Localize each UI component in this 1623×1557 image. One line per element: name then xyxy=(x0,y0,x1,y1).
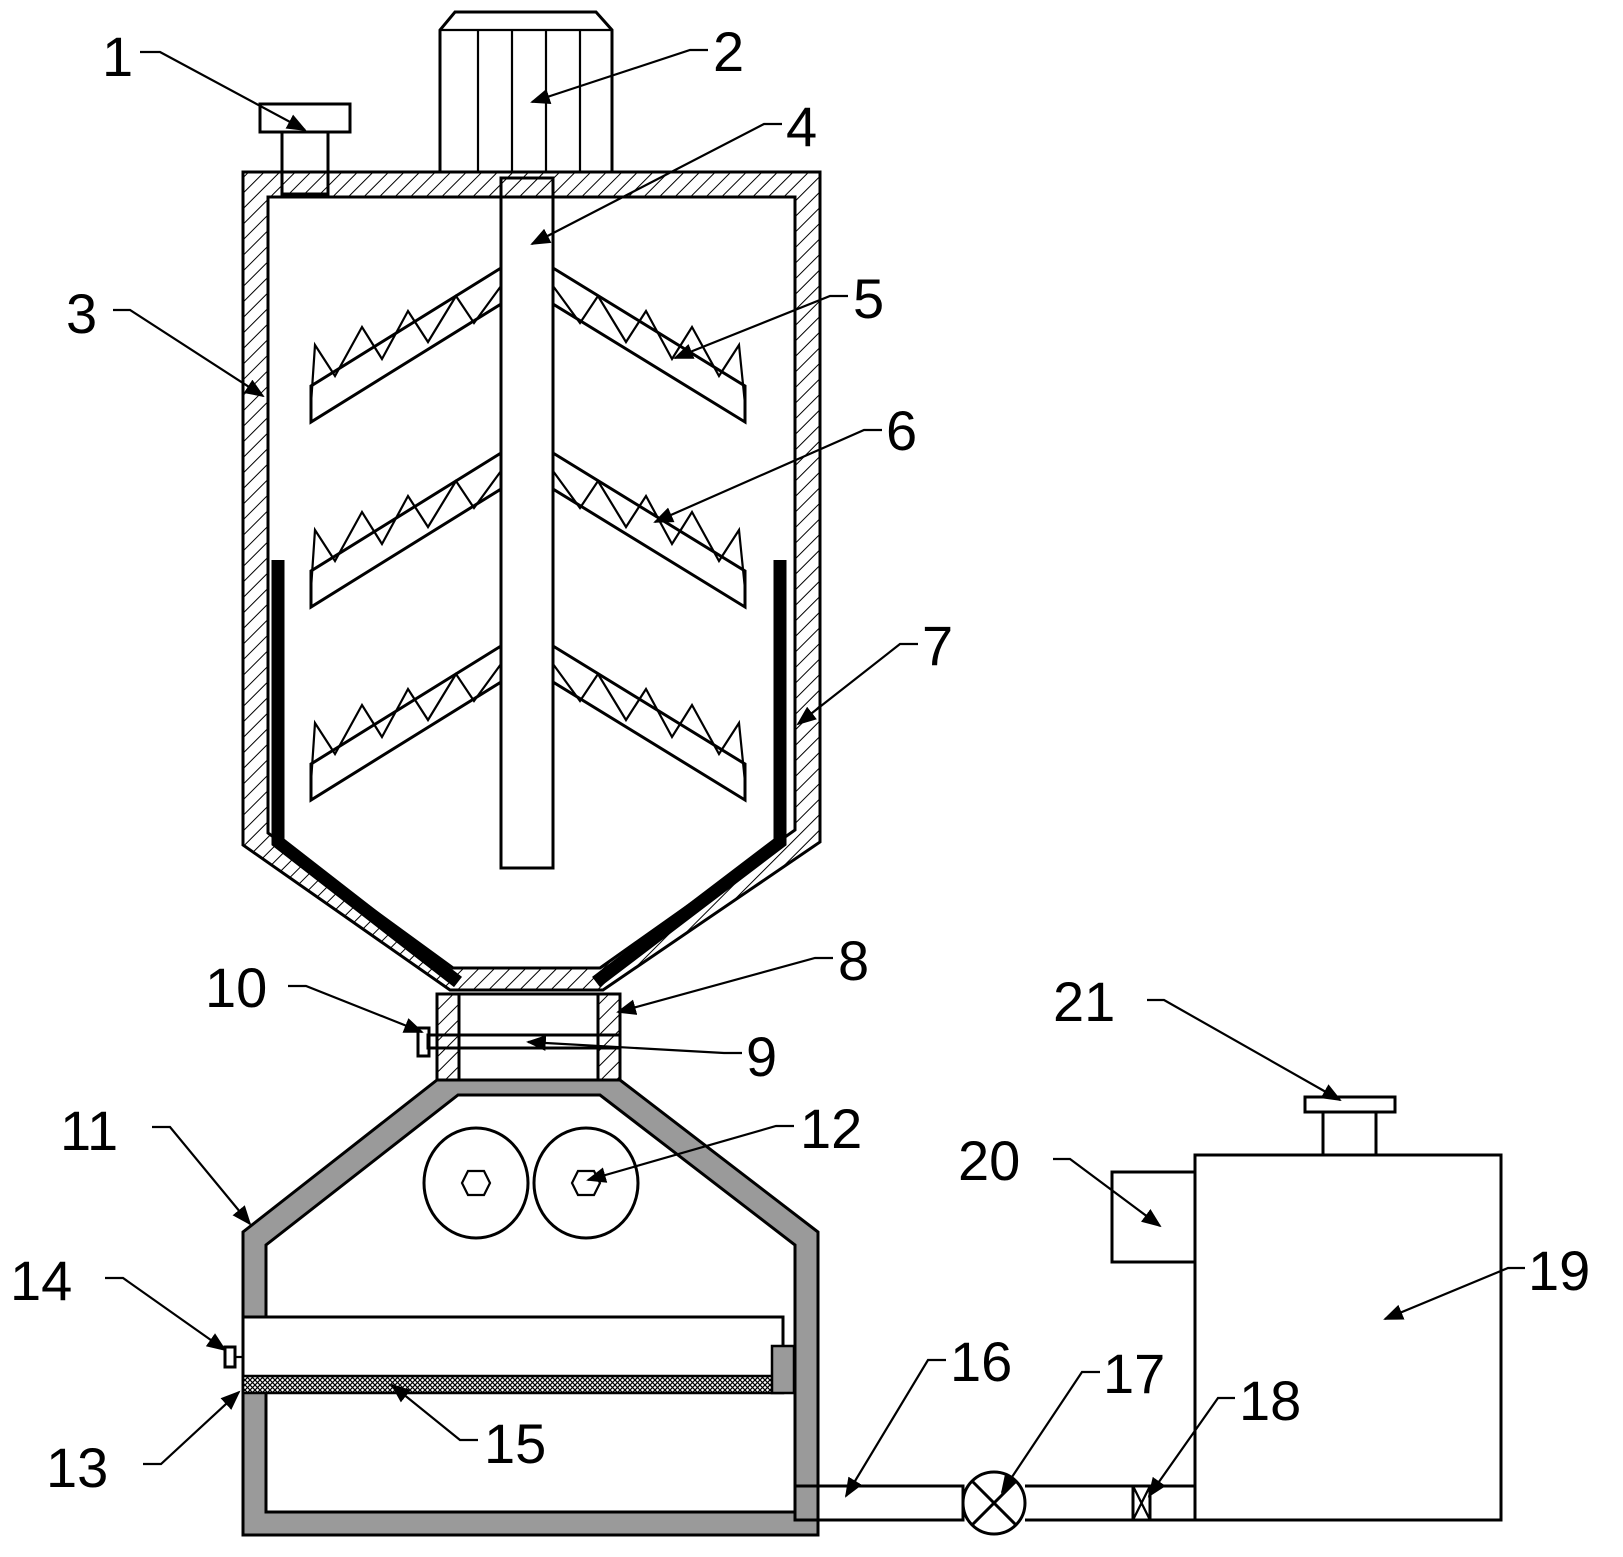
check-valve xyxy=(1131,1484,1152,1522)
connecting-pipe xyxy=(435,992,622,1082)
label-1: 1 xyxy=(102,25,133,88)
control-box xyxy=(1110,1170,1197,1264)
label-11: 11 xyxy=(60,1099,118,1162)
feed-inlet xyxy=(258,102,352,196)
upper-tank xyxy=(241,170,822,992)
label-19: 19 xyxy=(1528,1239,1590,1302)
crushing-rollers xyxy=(422,1126,640,1240)
label-7: 7 xyxy=(922,614,953,677)
tank-top-inlet xyxy=(1303,1095,1397,1157)
label-3: 3 xyxy=(66,282,97,345)
label-14: 14 xyxy=(10,1249,72,1312)
label-4: 4 xyxy=(786,95,817,158)
label-5: 5 xyxy=(853,267,884,330)
label-9: 9 xyxy=(746,1025,777,1088)
screen-drawer xyxy=(223,1315,796,1395)
label-20: 20 xyxy=(958,1129,1020,1192)
collection-tank xyxy=(1193,1153,1503,1522)
stirring-blades xyxy=(309,265,747,802)
stirring-shaft xyxy=(499,176,555,870)
label-15: 15 xyxy=(484,1412,546,1475)
label-13: 13 xyxy=(46,1436,108,1499)
part-labels: 1 2 4 3 5 6 7 8 10 9 11 12 14 13 15 16 1… xyxy=(10,20,1590,1499)
pump-valve xyxy=(961,1470,1027,1536)
motor xyxy=(438,10,614,174)
label-6: 6 xyxy=(886,399,917,462)
inner-lining xyxy=(271,560,462,988)
label-12: 12 xyxy=(800,1097,862,1160)
label-18: 18 xyxy=(1239,1369,1301,1432)
label-2: 2 xyxy=(713,20,744,83)
label-21: 21 xyxy=(1053,970,1115,1033)
label-16: 16 xyxy=(950,1330,1012,1393)
label-17: 17 xyxy=(1103,1342,1165,1405)
label-8: 8 xyxy=(838,929,869,992)
outlet-pipe xyxy=(793,1484,1195,1522)
leader-lines xyxy=(105,48,1525,1498)
label-10: 10 xyxy=(205,956,267,1019)
